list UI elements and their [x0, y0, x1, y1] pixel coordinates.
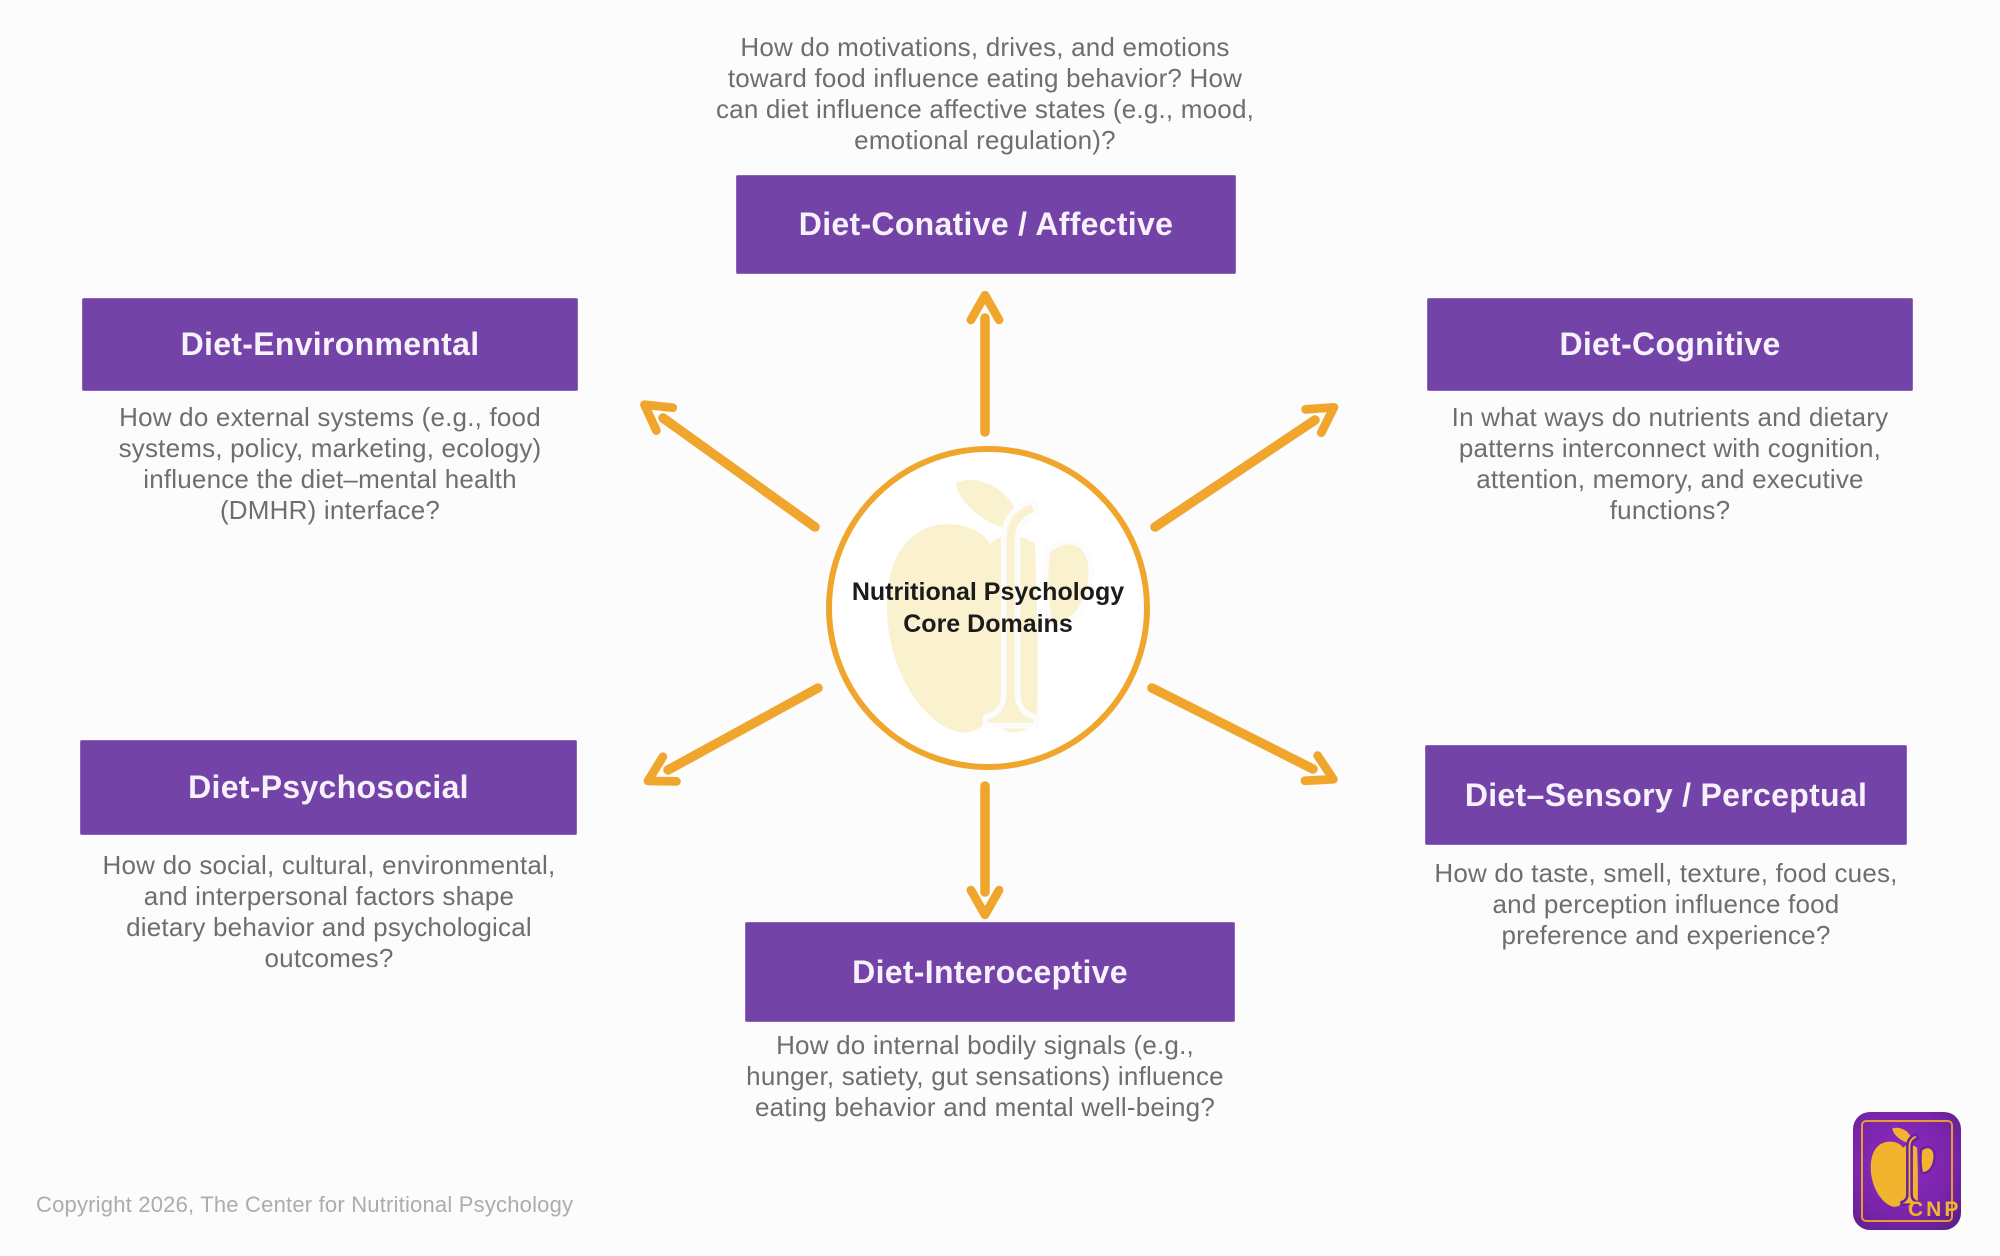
arrow-lower-right-icon: [1147, 683, 1338, 786]
arrow-upper-right-icon: [1150, 402, 1339, 532]
domain-box-conative: Diet-Conative / Affective: [736, 175, 1236, 274]
hub-circle: Nutritional Psychology Core Domains: [826, 446, 1150, 770]
domain-label-sensory: Diet–Sensory / Perceptual: [1464, 776, 1868, 813]
domain-label-interoceptive: Diet-Interoceptive: [852, 953, 1128, 990]
domain-label-cognitive: Diet-Cognitive: [1559, 326, 1781, 362]
domain-box-interoceptive: Diet-Interoceptive: [745, 922, 1235, 1022]
domain-box-environmental: Diet-Environmental: [82, 298, 578, 391]
domain-box-sensory: Diet–Sensory / Perceptual: [1425, 745, 1907, 845]
domain-label-conative: Diet-Conative / Affective: [798, 206, 1174, 242]
arrow-lower-left-icon: [643, 683, 823, 786]
domain-box-cognitive: Diet-Cognitive: [1427, 298, 1913, 391]
question-interoceptive: How do internal bodily signals (e.g., hu…: [746, 1030, 1224, 1122]
cnp-logo: CNP: [1853, 1112, 1961, 1230]
arrow-upper-left-icon: [640, 400, 820, 532]
question-environmental: How do external systems (e.g., food syst…: [118, 402, 542, 525]
logo-acronym: CNP: [1908, 1198, 1961, 1221]
domain-box-psychosocial: Diet-Psychosocial: [80, 740, 577, 835]
question-cognitive: In what ways do nutrients and dietary pa…: [1451, 402, 1889, 525]
question-sensory: How do taste, smell, texture, food cues,…: [1434, 858, 1898, 950]
question-conative: How do motivations, drives, and emotions…: [715, 32, 1255, 155]
copyright-text: Copyright 2026, The Center for Nutrition…: [36, 1192, 574, 1217]
hub-title: Nutritional Psychology Core Domains: [851, 578, 1125, 638]
cnp-logo-icon: CNP: [1853, 1112, 1961, 1230]
domain-label-environmental: Diet-Environmental: [180, 326, 480, 362]
question-psychosocial: How do social, cultural, environmental, …: [102, 850, 556, 973]
domain-label-psychosocial: Diet-Psychosocial: [188, 769, 469, 805]
logo-apple-icon: [1870, 1127, 1936, 1207]
